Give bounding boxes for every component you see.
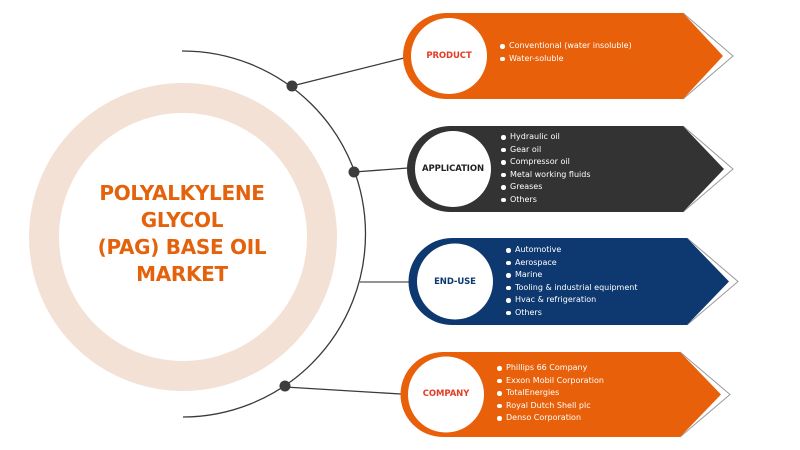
list-item: Greases	[501, 181, 590, 194]
list-item: Denso Corporation	[497, 412, 604, 425]
connector-line-company	[284, 386, 402, 395]
list-item: Royal Dutch Shell plc	[497, 400, 604, 413]
list-item: Phillips 66 Company	[497, 362, 604, 375]
list-item: Exxon Mobil Corporation	[497, 375, 604, 388]
banner-product	[403, 12, 734, 100]
market-title-line-2: GLYCOL	[140, 208, 224, 232]
market-title-line-3: (PAG) BASE OIL	[97, 235, 267, 259]
connector-line-product	[291, 57, 405, 87]
segment-label-end-use: END-USE	[434, 277, 476, 287]
list-item: Hydraulic oil	[501, 131, 590, 144]
segment-list-company: Phillips 66 Company Exxon Mobil Corporat…	[497, 362, 604, 425]
connector-dot-company	[279, 380, 291, 392]
connector-line-application	[353, 167, 409, 173]
center-ring	[29, 83, 337, 391]
list-item: Others	[506, 307, 637, 320]
banner-company	[400, 351, 731, 438]
segment-list-application: Hydraulic oil Gear oil Compressor oil Me…	[501, 131, 590, 206]
list-item: Others	[501, 194, 590, 207]
segment-label-application: APPLICATION	[422, 164, 484, 174]
list-item: TotalEnergies	[497, 387, 604, 400]
connector-arc	[181, 50, 367, 418]
list-item: Marine	[506, 269, 637, 282]
segment-label-product: PRODUCT	[426, 51, 472, 61]
connector-dot-product	[286, 80, 298, 92]
banner-end-use	[408, 237, 739, 326]
segment-list-product: Conventional (water insoluble) Water-sol…	[500, 40, 632, 65]
list-item: Compressor oil	[501, 156, 590, 169]
market-title-line-1: POLYALKYLENE	[99, 181, 265, 205]
banner-application	[407, 125, 734, 213]
segment-label-company: COMPANY	[422, 389, 470, 399]
connector-dot-application	[348, 166, 360, 178]
list-item: Metal working fluids	[501, 169, 590, 182]
list-item: Conventional (water insoluble)	[500, 40, 632, 53]
list-item: Aerospace	[506, 257, 637, 270]
list-item: Gear oil	[501, 144, 590, 157]
list-item: Automotive	[506, 244, 637, 257]
list-item: Hvac & refrigeration	[506, 294, 637, 307]
list-item: Water-soluble	[500, 53, 632, 66]
market-title: POLYALKYLENE GLYCOL (PAG) BASE OIL MARKE…	[52, 180, 312, 288]
segment-list-end-use: Automotive Aerospace Marine Tooling & in…	[506, 244, 637, 319]
market-title-line-4: MARKET	[136, 262, 228, 286]
list-item: Tooling & industrial equipment	[506, 282, 637, 295]
